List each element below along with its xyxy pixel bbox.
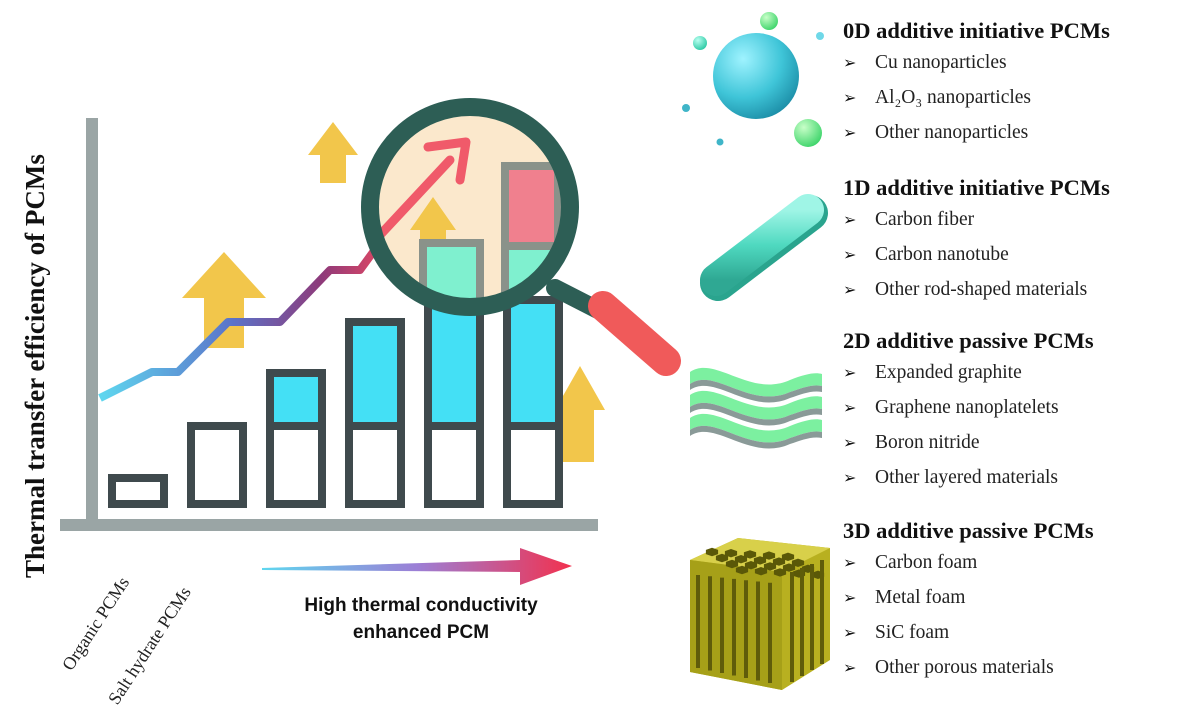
bar-group [108, 296, 563, 508]
arrow-bullet-icon: ➢ [843, 588, 857, 607]
foam-cell [715, 553, 729, 563]
list-item: ➢Metal foam [843, 580, 1188, 615]
list-item: ➢Other nanoparticles [843, 115, 1188, 150]
up-arrow-icon [308, 122, 358, 183]
list-item: ➢Boron nitride [843, 425, 1188, 460]
arrow-bullet-icon: ➢ [843, 210, 857, 229]
layered-sheets-icon [690, 367, 822, 449]
foam-cell [791, 558, 805, 567]
enhancement-arrow-icon [262, 548, 572, 585]
foam-cell [735, 565, 749, 575]
foam-cell [725, 559, 739, 569]
foam-cell [763, 562, 777, 571]
list-item: ➢Al₂O₃ nanoparticles [843, 80, 1188, 115]
list-item: ➢Carbon fiber [843, 202, 1188, 237]
up-arrow-icon [182, 252, 266, 348]
arrow-bullet-icon: ➢ [843, 553, 857, 572]
arrow-caption-line2: enhanced PCM [352, 622, 490, 643]
section-title: 1D additive initiative PCMs [843, 175, 1110, 200]
section-1d: 1D additive initiative PCMs ➢Carbon fibe… [843, 174, 1188, 307]
rod-icon [700, 194, 828, 301]
bar-4-segment-1 [345, 318, 405, 430]
trend-line [98, 219, 399, 402]
arrow-bullet-icon: ➢ [843, 623, 857, 642]
list-item: ➢Cu nanoparticles [843, 45, 1188, 80]
foam-cell [734, 555, 748, 564]
arrow-bullet-icon: ➢ [843, 433, 857, 452]
section-2d: 2D additive passive PCMs ➢Expanded graph… [843, 327, 1188, 495]
section-title: 0D additive initiative PCMs [843, 18, 1110, 43]
section-0d: 0D additive initiative PCMs ➢Cu nanopart… [843, 17, 1188, 150]
foam-cell [744, 561, 758, 570]
magnifier-handle [546, 279, 681, 376]
porous-foam-icon [690, 538, 830, 690]
foam-cell [773, 568, 787, 577]
arrow-caption: High thermal conductivity enhanced PCM [262, 592, 580, 646]
section-3d: 3D additive passive PCMs ➢Carbon foam ➢M… [843, 517, 1188, 685]
section-title: 2D additive passive PCMs [843, 328, 1094, 353]
list-item: ➢Graphene nanoplatelets [843, 390, 1188, 425]
arrow-caption-line1: High thermal conductivity [304, 595, 538, 616]
arrow-bullet-icon: ➢ [843, 245, 857, 264]
arrow-bullet-icon: ➢ [843, 658, 857, 677]
list-item: ➢Carbon nanotube [843, 237, 1188, 272]
arrow-bullet-icon: ➢ [843, 363, 857, 382]
foam-cell [754, 567, 768, 576]
bar-5-segment-2 [424, 422, 484, 508]
list-item: ➢Other layered materials [843, 460, 1188, 495]
foam-cell [782, 563, 796, 572]
bar-4-segment-2 [345, 422, 405, 508]
foam-cell [772, 557, 786, 566]
bar-3-segment-2 [266, 422, 326, 508]
magnifier-lens [361, 98, 579, 316]
list-item: ➢SiC foam [843, 615, 1188, 650]
bar-3-segment-1 [266, 369, 326, 430]
bar-6-segment-1 [503, 296, 563, 430]
bar-2-segment-1 [187, 422, 247, 508]
arrow-bullet-icon: ➢ [843, 280, 857, 299]
foam-cell [705, 547, 719, 557]
nanoparticles-icon [682, 12, 824, 147]
bar-1-segment-1 [108, 474, 168, 508]
section-title: 3D additive passive PCMs [843, 518, 1094, 543]
list-item: ➢Expanded graphite [843, 355, 1188, 390]
arrow-bullet-icon: ➢ [843, 468, 857, 487]
arrow-bullet-icon: ➢ [843, 53, 857, 72]
bar-5-segment-1 [424, 296, 484, 430]
list-item: ➢Other porous materials [843, 650, 1188, 685]
arrow-bullet-icon: ➢ [843, 398, 857, 417]
axes [60, 118, 598, 531]
bar-6-segment-2 [503, 422, 563, 508]
y-axis-title: Thermal transfer efficiency of PCMs [20, 154, 50, 578]
list-item: ➢Other rod-shaped materials [843, 272, 1188, 307]
list-item: ➢Carbon foam [843, 545, 1188, 580]
up-arrow-icon [555, 366, 605, 462]
foam-cell [724, 549, 738, 558]
arrow-bullet-icon: ➢ [843, 88, 857, 107]
arrow-bullet-icon: ➢ [843, 123, 857, 142]
foam-cell [762, 551, 776, 560]
foam-cell [743, 550, 757, 559]
foam-cell [781, 552, 795, 561]
foam-cell [753, 556, 767, 565]
